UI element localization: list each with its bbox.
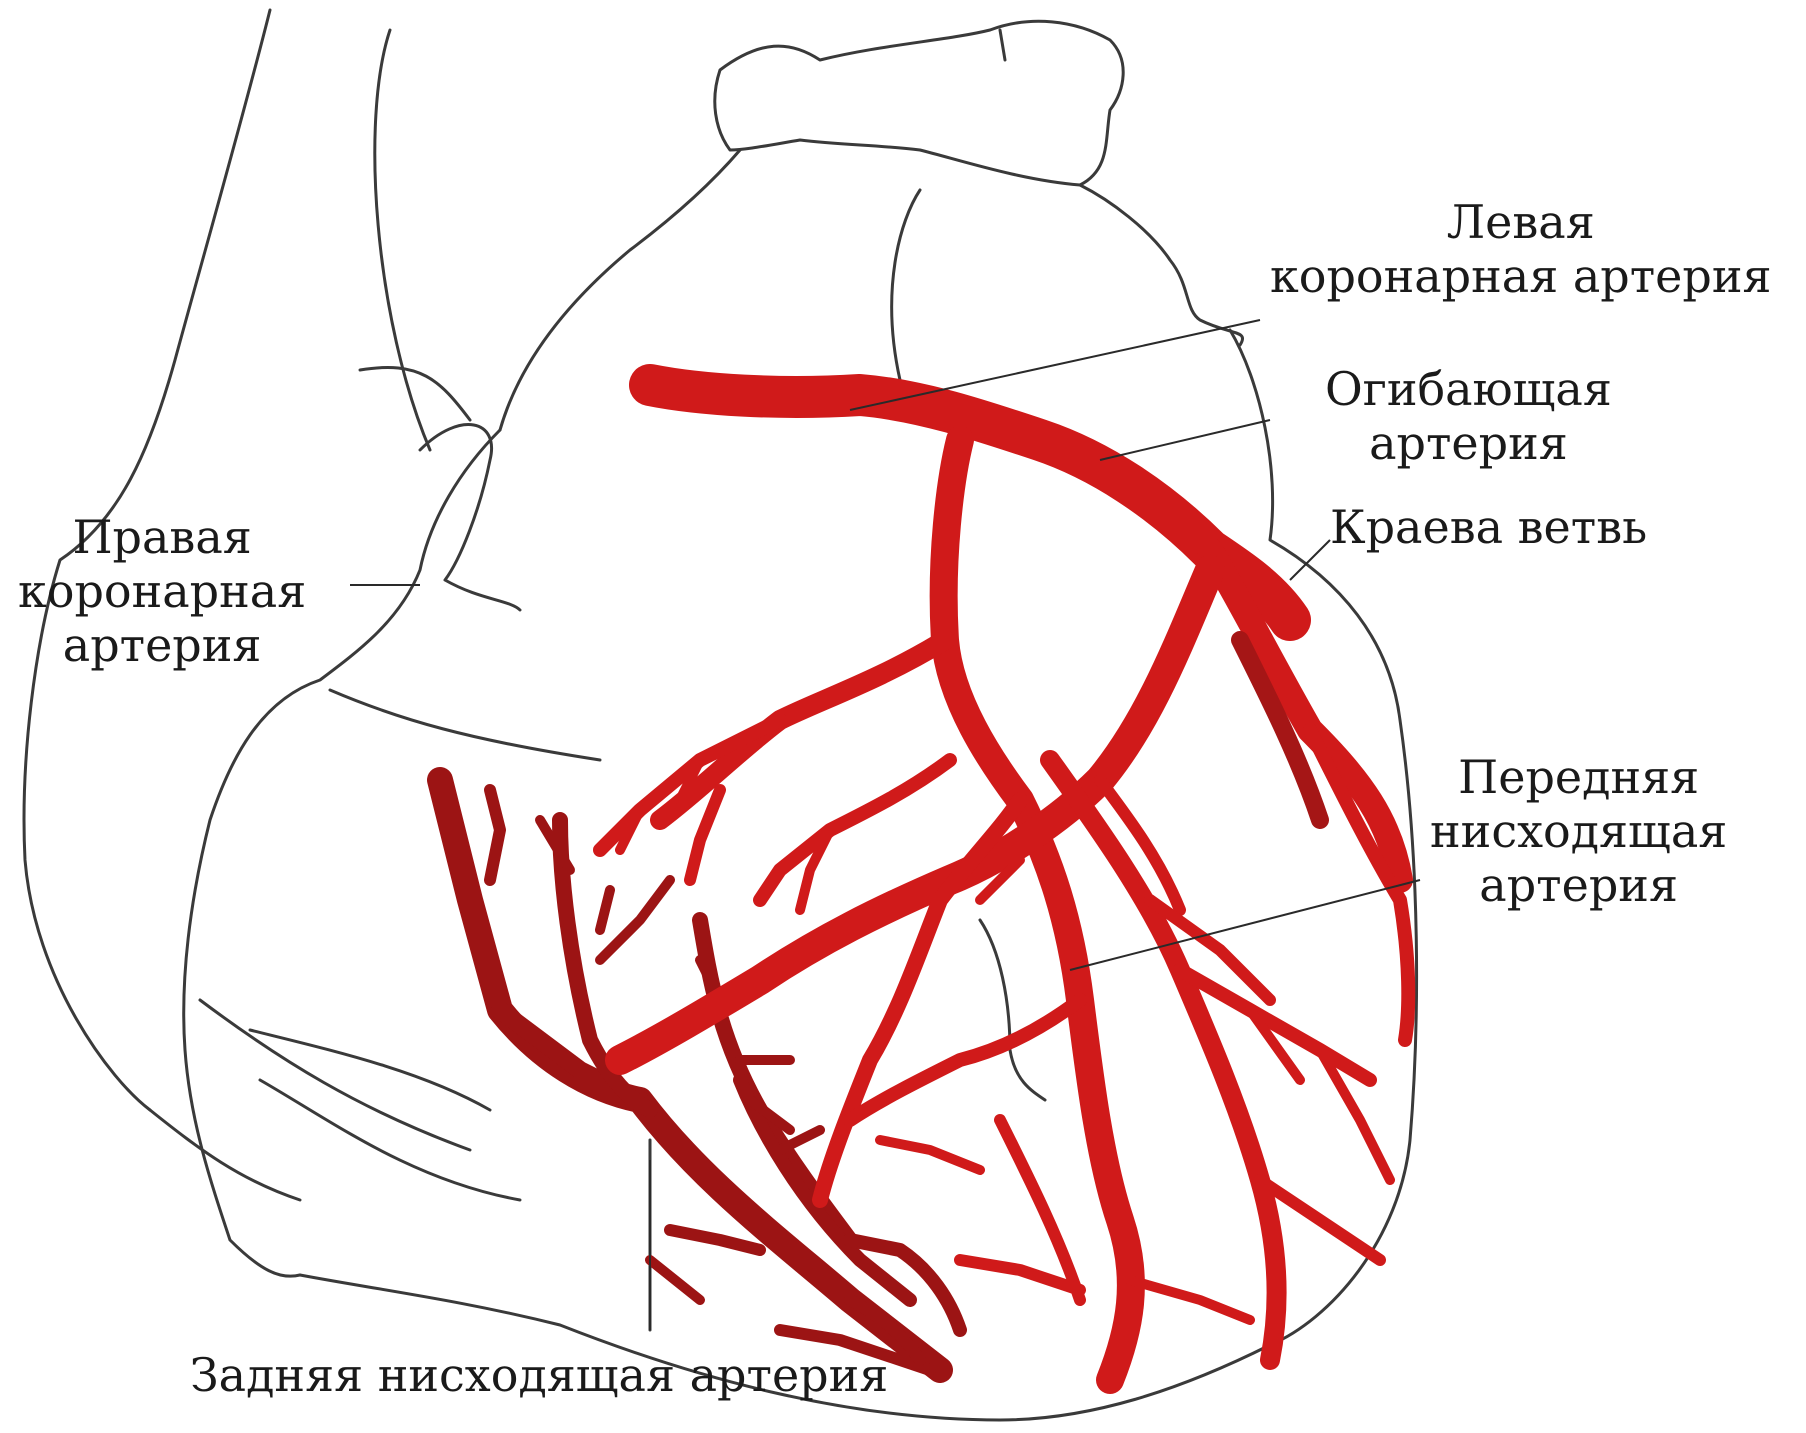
left-atrium xyxy=(1080,185,1243,345)
label-circumflex-line1: Огибающая xyxy=(1325,362,1612,416)
vena-cava-inner xyxy=(375,30,430,450)
label-anterior-descending-line2: нисходящая xyxy=(1430,804,1727,858)
anterior-descending xyxy=(944,440,1131,1380)
label-right-coronary-line2: коронарная xyxy=(18,564,306,618)
leader-left-coronary xyxy=(850,320,1260,410)
right-coronary-tree xyxy=(440,780,960,1370)
label-right-coronary-line3: артерия xyxy=(18,618,306,672)
label-marginal-branch: Краева ветвь xyxy=(1330,500,1647,554)
leader-circumflex xyxy=(1100,420,1270,460)
label-left-coronary-line2: коронарная артерия xyxy=(1270,249,1772,303)
label-left-coronary-line1: Левая xyxy=(1270,195,1772,249)
leader-anterior-descending xyxy=(1070,880,1420,970)
label-right-coronary-artery: Правая коронарная артерия xyxy=(18,510,306,672)
cardiac-vein-front xyxy=(980,920,1045,1100)
right-atrial-base xyxy=(150,1110,300,1200)
label-right-coronary-line1: Правая xyxy=(18,510,306,564)
posterior-vein-lower xyxy=(260,1080,520,1200)
label-circumflex-artery: Огибающая артерия xyxy=(1325,362,1612,470)
aorta xyxy=(715,21,1123,185)
leader-marginal xyxy=(1290,540,1330,580)
heart-outline xyxy=(24,10,1417,1420)
label-anterior-descending-line3: артерия xyxy=(1430,858,1727,912)
marginal-branch xyxy=(1210,550,1400,880)
label-anterior-descending-line1: Передняя xyxy=(1430,750,1727,804)
label-posterior-descending-artery: Задняя нисходящая артерия xyxy=(190,1348,888,1402)
left-coronary-tree xyxy=(600,385,1408,1380)
left-atrial-appendage xyxy=(892,190,920,380)
aorta-branch xyxy=(1000,30,1005,60)
label-anterior-descending-artery: Передняя нисходящая артерия xyxy=(1430,750,1727,912)
right-atrioventricular-groove xyxy=(420,425,520,610)
middle-cardiac-vein xyxy=(200,1000,470,1150)
posterior-vein xyxy=(250,1030,490,1110)
label-posterior-descending-line1: Задняя нисходящая артерия xyxy=(190,1348,888,1402)
label-circumflex-line2: артерия xyxy=(1325,416,1612,470)
label-left-coronary-artery: Левая коронарная артерия xyxy=(1270,195,1772,303)
label-marginal-line1: Краева ветвь xyxy=(1330,500,1647,554)
small-cardiac-vein xyxy=(330,690,600,760)
